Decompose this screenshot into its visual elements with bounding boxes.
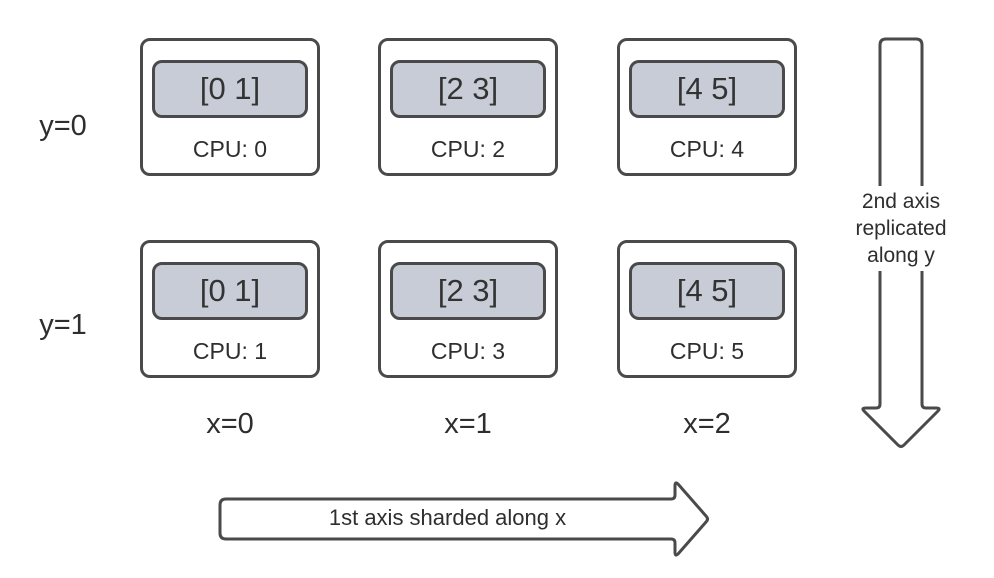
device-cell-cpu0: [0 1] CPU: 0 [140, 38, 320, 176]
cpu-label: CPU: 3 [430, 338, 506, 364]
y-arrow-label-line3: along y [867, 244, 935, 267]
shard-data: [4 5] [676, 71, 738, 106]
device-cell-cpu4: [4 5] CPU: 4 [617, 38, 797, 176]
col-label-x2: x=2 [683, 408, 731, 440]
shard-data: [2 3] [437, 71, 499, 106]
shard-box: [4 5] [629, 60, 785, 118]
cpu-label: CPU: 2 [430, 136, 506, 162]
device-cell-cpu5: [4 5] CPU: 5 [617, 240, 797, 378]
y-arrow-label-line1: 2nd axis [861, 190, 941, 213]
y-replication-arrow-label: 2nd axis replicated along y [841, 186, 961, 271]
shard-box: [2 3] [390, 262, 546, 320]
device-cell-cpu2: [2 3] CPU: 2 [378, 38, 558, 176]
row-label-y0: y=0 [39, 110, 87, 142]
shard-box: [0 1] [152, 262, 308, 320]
y-arrow-label-line2: replicated [855, 217, 947, 240]
device-cell-cpu3: [2 3] CPU: 3 [378, 240, 558, 378]
shard-data: [0 1] [199, 71, 261, 106]
cpu-label: CPU: 1 [192, 338, 268, 364]
shard-box: [4 5] [629, 262, 785, 320]
x-sharding-arrow-label: 1st axis sharded along x [328, 505, 567, 530]
col-label-x0: x=0 [206, 408, 254, 440]
x-sharding-arrow-icon [218, 481, 709, 557]
shard-data: [2 3] [437, 273, 499, 308]
cpu-label: CPU: 4 [669, 136, 745, 162]
cpu-label: CPU: 5 [669, 338, 745, 364]
col-label-x1: x=1 [444, 408, 492, 440]
shard-box: [0 1] [152, 60, 308, 118]
shard-data: [4 5] [676, 273, 738, 308]
row-label-y1: y=1 [39, 309, 87, 341]
cpu-label: CPU: 0 [192, 136, 268, 162]
shard-data: [0 1] [199, 273, 261, 308]
shard-box: [2 3] [390, 60, 546, 118]
device-cell-cpu1: [0 1] CPU: 1 [140, 240, 320, 378]
